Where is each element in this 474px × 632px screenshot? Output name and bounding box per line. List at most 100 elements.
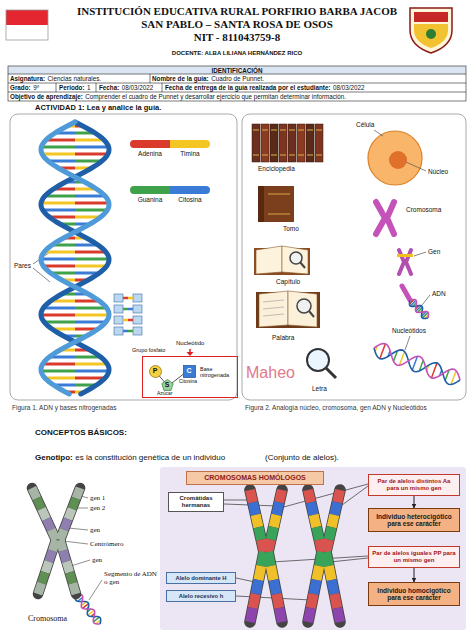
table-value: Comprender el cuadro de Punnet y desarro…	[85, 93, 346, 100]
figure-caption: Figura 2. Analogía núcleo, cromosoma, ge…	[245, 404, 427, 411]
result-box: Individuo heterocigótico para ese caráct…	[368, 508, 460, 532]
base-pair	[75, 251, 106, 254]
callout-box: Par de alelos distintos Aa para un mismo…	[368, 474, 460, 496]
figure-panel	[10, 114, 466, 400]
id-table-part	[8, 83, 466, 84]
node-text: Individuo heterocigótico para ese caráct…	[372, 513, 456, 528]
chromosome-drawing-part	[405, 336, 410, 350]
leader-line	[224, 484, 368, 600]
homolog-chromosome-band	[276, 594, 279, 608]
encyclopedia-book	[297, 124, 305, 162]
table-label: Asignatura:	[10, 75, 45, 82]
chromosome-band	[76, 488, 80, 498]
chromosome-drawing-part	[399, 250, 404, 274]
flag-icon	[6, 10, 48, 40]
label-box: Cromátidas hermanas	[168, 492, 224, 512]
flag-icon-part	[6, 25, 48, 40]
figure-title: Cromosoma	[28, 614, 67, 623]
table-label: Objetivo de aprendizaje:	[10, 93, 83, 100]
book-drawing-part	[256, 246, 282, 274]
nucleotide-block	[114, 327, 123, 335]
book-drawing-part	[258, 186, 294, 222]
homolog-chromosome-band	[268, 540, 271, 552]
leader-line-part	[330, 558, 368, 562]
part-label: gen 2	[90, 504, 105, 512]
chromosome-band	[32, 488, 37, 498]
cell-drawing-part	[406, 162, 426, 171]
homolog-chromosome-band	[311, 594, 314, 608]
book-drawing-part	[288, 291, 317, 327]
node-text: Alelo dominante H	[176, 575, 227, 582]
leader-line-part	[71, 560, 90, 566]
homolog-chromosome-outline	[308, 552, 322, 622]
homolog-chromosome-band	[256, 580, 259, 594]
book-band	[253, 130, 259, 131]
id-table	[8, 66, 466, 101]
book-band	[253, 155, 259, 156]
node-text: Alelo recesivo h	[179, 593, 223, 600]
id-table-part	[56, 83, 57, 92]
table-value: 9º	[33, 84, 39, 91]
node-text: Citosina	[179, 379, 197, 385]
base-pair	[43, 209, 75, 212]
part-label: Capítulo	[276, 278, 300, 285]
book-drawing	[254, 186, 320, 328]
part-label: Pares	[14, 262, 31, 269]
homolog-chromosome-band	[258, 527, 261, 539]
chromosome-outline	[32, 488, 56, 540]
base-pair	[75, 321, 106, 324]
magnifier-icon-part	[297, 299, 311, 313]
nucleotide-block	[133, 294, 142, 302]
homolog-chromosome-outline	[250, 552, 264, 622]
base-pair	[128, 297, 133, 300]
nucleotide-block	[114, 305, 123, 313]
homolog-chromosome-band	[316, 527, 319, 539]
book-band	[289, 155, 295, 156]
base-pair	[123, 319, 128, 322]
homolog-chromosome-band	[337, 490, 340, 502]
base-pair	[41, 258, 75, 261]
chromosome-band	[72, 498, 76, 508]
id-table-part	[162, 83, 163, 92]
chromosome-band	[63, 551, 66, 562]
part-label: Cromosoma	[406, 206, 441, 213]
base-pair	[44, 251, 75, 254]
school-shield-part	[414, 24, 448, 48]
school-shield-part	[410, 8, 452, 53]
chromosome-band	[60, 530, 64, 540]
part-label: Nucleótido	[176, 340, 204, 347]
node-text: Par de alelos distintos Aa para un mismo…	[372, 478, 456, 492]
nucleotide-symbol-part	[189, 349, 191, 352]
connector-arrow	[414, 568, 415, 582]
homolog-chromosome-band	[326, 552, 329, 566]
definition-term: Genotipo:	[35, 453, 73, 462]
header-line: NIT - 811043759-8	[194, 31, 281, 44]
table-value: 08/03/2022	[333, 84, 365, 91]
teacher-line: DOCENTE: ALBA LILIANA HERNÁNDEZ RICO	[172, 50, 302, 57]
adn-helix-rung	[410, 300, 416, 306]
chromosome-band	[46, 519, 51, 529]
node-text: Cromátidas hermanas	[172, 495, 220, 509]
base-pair	[75, 265, 107, 268]
encyclopedia-book	[270, 124, 278, 162]
base-pair	[43, 265, 75, 268]
book-band	[262, 130, 268, 131]
nucleotide-helix-rung	[380, 344, 386, 359]
homolog-chromosome-outline	[326, 552, 340, 622]
part-label: Nucleótidos	[392, 327, 426, 334]
base-pair	[41, 202, 75, 205]
watermark: Maheo	[246, 364, 295, 382]
base-pair	[43, 307, 75, 310]
part-label: Gen	[428, 248, 440, 255]
id-table-part	[8, 66, 466, 74]
chromosome-band	[42, 572, 46, 583]
figure-caption: Figura 1. ADN y bases nitrogenadas	[12, 404, 116, 411]
homolog-chromosome-outline	[250, 490, 264, 552]
table-label: Grado:	[10, 84, 31, 91]
chromosome-drawing-part	[406, 250, 411, 274]
legend-label: Timina	[180, 150, 199, 157]
magnifier-icon-part	[309, 311, 314, 317]
leader-line-part	[89, 580, 102, 600]
homolog-chromosome-band	[337, 608, 340, 622]
